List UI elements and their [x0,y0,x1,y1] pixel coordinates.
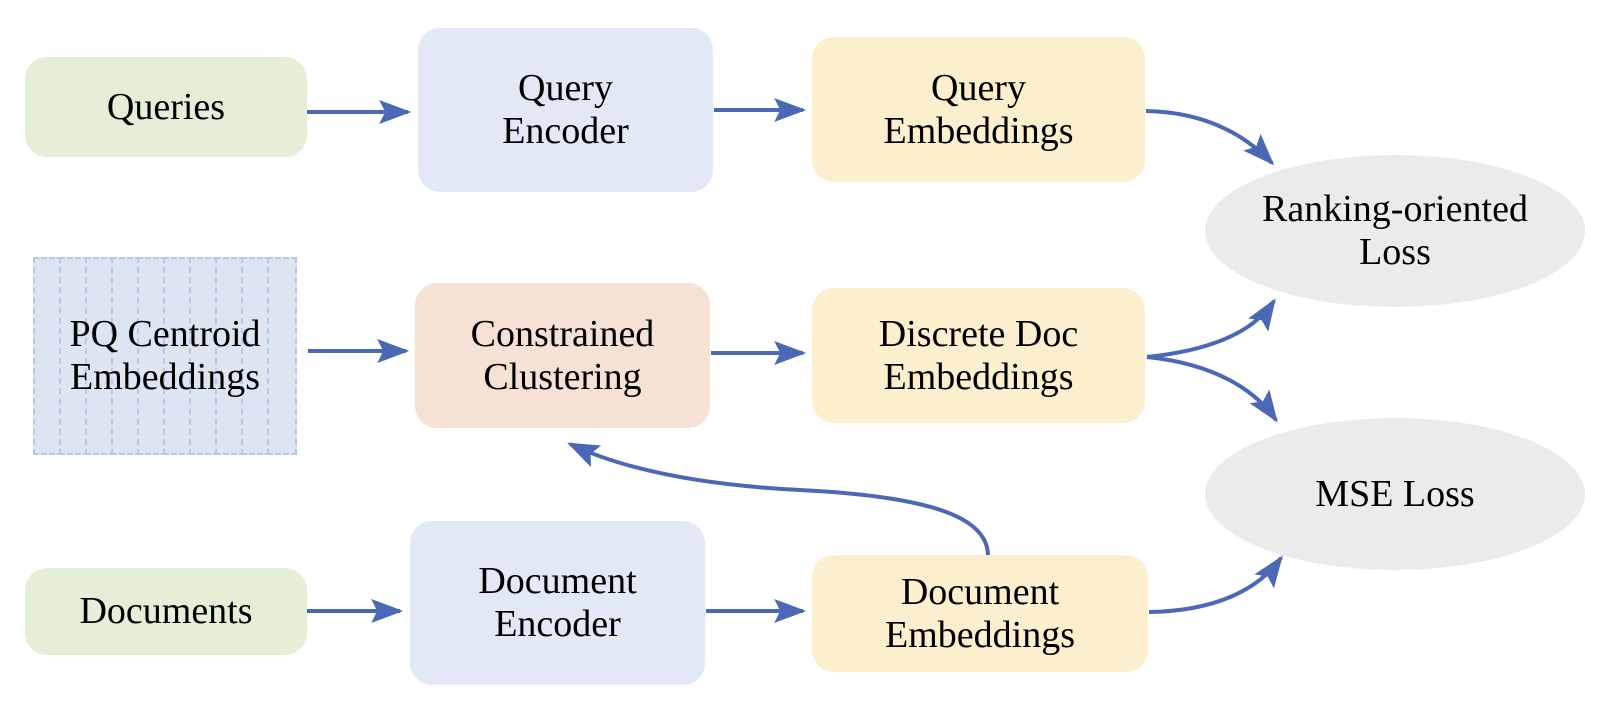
stack-stripe [189,257,219,455]
edge-query-embeddings-to-ranking-loss [1145,109,1275,166]
node-pq-centroid-embeddings[interactable]: PQ Centroid Embeddings [33,257,297,455]
edge-discrete-doc-embeddings-to-ranking-loss [1146,298,1276,359]
stack-stripe [267,257,297,455]
node-ranking-oriented-loss-label: Ranking-oriented Loss [1262,188,1528,273]
edge-document-embeddings-to-mse-loss [1148,555,1283,614]
node-documents-label: Documents [79,590,253,633]
node-mse-loss[interactable]: MSE Loss [1205,418,1585,570]
node-constrained-clustering-label: Constrained Clustering [470,312,655,398]
edge-document-embeddings-to-constrained-clustering-feedback [567,442,990,557]
node-ranking-oriented-loss[interactable]: Ranking-oriented Loss [1205,155,1585,307]
node-discrete-doc-embeddings[interactable]: Discrete Doc Embeddings [812,288,1145,423]
node-discrete-doc-embeddings-label: Discrete Doc Embeddings [878,312,1079,398]
node-query-encoder[interactable]: Query Encoder [418,28,713,192]
stack-stripe [33,257,63,455]
stack-stripe [137,257,167,455]
node-document-embeddings[interactable]: Document Embeddings [812,555,1148,672]
node-document-embeddings-label: Document Embeddings [885,570,1075,656]
node-query-encoder-label: Query Encoder [502,67,629,152]
node-pq-centroid-embeddings-label: PQ Centroid Embeddings [69,313,261,398]
node-document-encoder[interactable]: Document Encoder [410,521,705,685]
node-mse-loss-label: MSE Loss [1315,472,1475,515]
node-documents[interactable]: Documents [25,568,307,655]
edge-discrete-doc-embeddings-to-mse-loss [1146,355,1278,423]
node-query-embeddings-label: Query Embeddings [883,66,1074,152]
node-queries[interactable]: Queries [25,57,307,157]
node-constrained-clustering[interactable]: Constrained Clustering [415,283,710,428]
node-query-embeddings[interactable]: Query Embeddings [812,37,1145,182]
node-document-encoder-label: Document Encoder [478,560,637,645]
node-queries-label: Queries [106,85,226,128]
